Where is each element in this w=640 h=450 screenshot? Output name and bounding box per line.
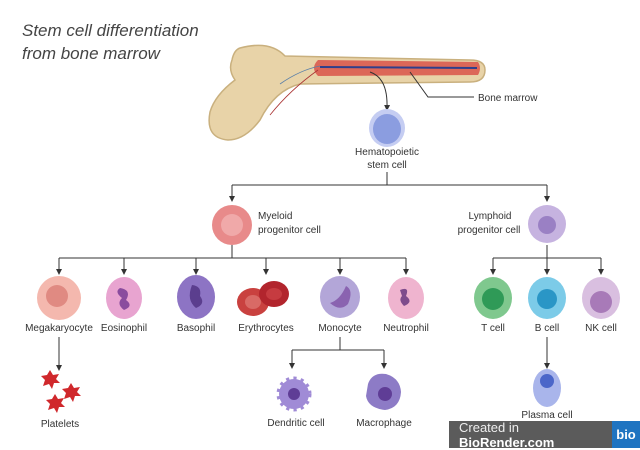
lymphoid-progenitor-cell xyxy=(528,205,566,243)
t-cell-label: T cell xyxy=(481,323,505,334)
nk-cell xyxy=(582,277,620,319)
hsc-label-2: stem cell xyxy=(367,160,406,171)
myeloid-branch-lines xyxy=(56,245,409,275)
neutrophil-label: Neutrophil xyxy=(383,323,429,334)
bone-marrow-leader-line xyxy=(409,71,474,98)
bone-marrow-label: Bone marrow xyxy=(478,93,538,104)
b-cell-label: B cell xyxy=(535,323,559,334)
title-line-2: from bone marrow xyxy=(22,44,162,63)
megakaryocyte-label: Megakaryocyte xyxy=(25,323,93,334)
plasma-cell-label: Plasma cell xyxy=(521,410,572,421)
monocyte-label: Monocyte xyxy=(318,323,362,334)
hsc-label-1: Hematopoietic xyxy=(355,147,419,158)
myeloid-label-1: Myeloid xyxy=(258,211,292,222)
lymphoid-branch-lines xyxy=(490,245,604,275)
bone-to-hsc-arrow xyxy=(369,71,391,111)
platelets-label: Platelets xyxy=(41,419,79,430)
lymphoid-label-1: Lymphoid xyxy=(469,211,512,222)
dendritic-cell xyxy=(276,376,312,412)
neutrophil-cell xyxy=(388,277,424,319)
monocyte-cell xyxy=(320,276,360,318)
basophil-label: Basophil xyxy=(177,323,215,334)
macrophage-label: Macrophage xyxy=(356,418,412,429)
t-cell xyxy=(474,277,512,319)
badge-brand: BioRender.com xyxy=(459,434,555,450)
erythrocytes-label: Erythrocytes xyxy=(238,323,294,334)
lymphoid-label-2: progenitor cell xyxy=(458,225,521,236)
monocyte-branch-lines xyxy=(289,337,387,369)
hematopoietic-stem-cell xyxy=(369,109,405,147)
eosinophil-label: Eosinophil xyxy=(101,323,147,334)
bone-illustration xyxy=(208,44,486,141)
b-cell xyxy=(528,277,566,319)
macrophage-cell xyxy=(366,373,401,410)
plasma-cell xyxy=(533,369,561,407)
platelets-cells xyxy=(41,370,81,413)
hsc-branch-lines xyxy=(229,172,550,202)
title-line-1: Stem cell differentiation xyxy=(22,21,199,40)
nk-cell-label: NK cell xyxy=(585,323,617,334)
eosinophil-cell xyxy=(106,277,142,319)
biorender-badge[interactable]: Created in BioRender.com bio xyxy=(449,420,640,450)
badge-text: Created in BioRender.com xyxy=(449,420,612,450)
erythrocytes-cell xyxy=(237,281,289,316)
biorender-logo-icon: bio xyxy=(612,421,640,448)
myeloid-progenitor-cell xyxy=(212,205,252,245)
basophil-cell xyxy=(177,275,215,319)
megakaryocyte-cell xyxy=(37,276,81,320)
badge-prefix: Created in xyxy=(459,419,519,435)
dendritic-cell-label: Dendritic cell xyxy=(267,418,324,429)
myeloid-label-2: progenitor cell xyxy=(258,225,321,236)
